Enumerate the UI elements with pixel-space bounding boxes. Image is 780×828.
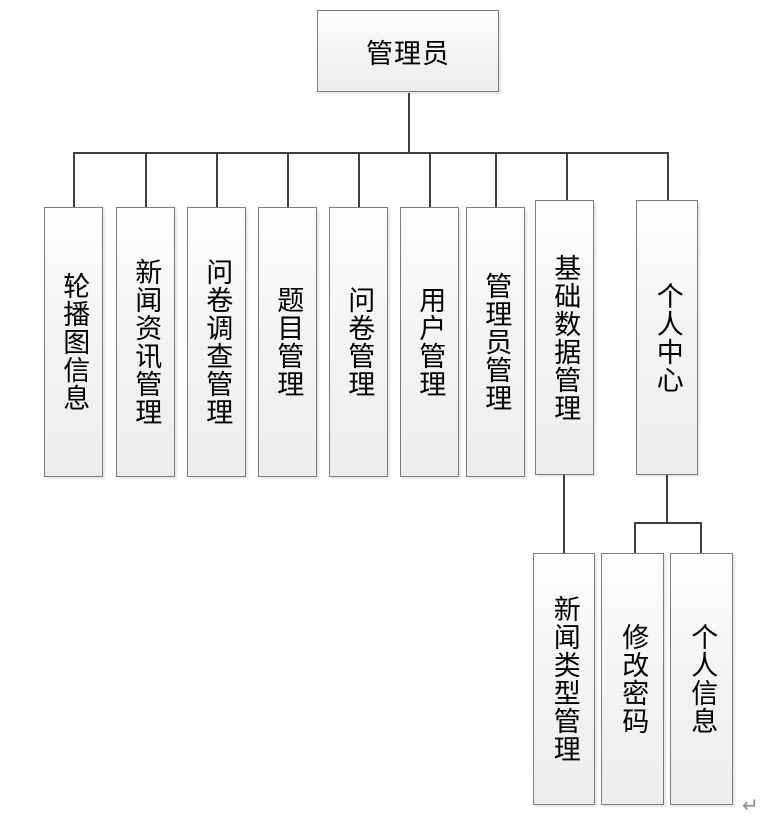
connector-basedata-to-newstype	[563, 474, 565, 554]
connector-drop-8	[566, 152, 568, 207]
node-basic-data-management[interactable]: 基础数据管理	[535, 200, 594, 475]
node-personal-info-label: 个人信息	[687, 623, 718, 735]
connector-drop-1	[73, 152, 75, 207]
connector-drop-changepwd	[634, 522, 636, 554]
node-carousel-info[interactable]: 轮播图信息	[44, 207, 103, 477]
node-change-password[interactable]: 修改密码	[601, 553, 664, 805]
node-news-management[interactable]: 新闻资讯管理	[116, 207, 175, 477]
node-personal-center-label: 个人中心	[652, 281, 683, 394]
connector-drop-7	[495, 152, 497, 207]
node-user-management[interactable]: 用户管理	[400, 207, 459, 477]
node-personal-center[interactable]: 个人中心	[636, 200, 698, 475]
node-survey-investigation-management[interactable]: 问卷调查管理	[187, 207, 246, 477]
node-personal-info[interactable]: 个人信息	[670, 553, 733, 805]
node-user-management-label: 用户管理	[415, 286, 446, 398]
node-question-management-label: 题目管理	[273, 286, 304, 398]
connector-drop-2	[145, 152, 147, 207]
node-news-management-label: 新闻资讯管理	[131, 258, 162, 426]
connector-level3-bus	[634, 522, 702, 524]
connector-drop-5	[358, 152, 360, 207]
node-administrator-label: 管理员	[366, 38, 450, 69]
connector-drop-personalinfo	[700, 522, 702, 554]
connector-drop-4	[287, 152, 289, 207]
node-survey-investigation-management-label: 问卷调查管理	[202, 258, 233, 426]
connector-level2-bus	[73, 152, 668, 154]
connector-drop-6	[429, 152, 431, 207]
connector-personal-stem	[666, 474, 668, 524]
node-news-type-management[interactable]: 新闻类型管理	[533, 553, 595, 805]
node-questionnaire-management-label: 问卷管理	[344, 286, 375, 398]
node-question-management[interactable]: 题目管理	[258, 207, 317, 477]
node-news-type-management-label: 新闻类型管理	[549, 595, 580, 763]
node-change-password-label: 修改密码	[618, 623, 649, 735]
node-admin-management-label: 管理员管理	[481, 272, 512, 412]
node-admin-management[interactable]: 管理员管理	[466, 207, 525, 477]
connector-drop-3	[216, 152, 218, 207]
node-administrator[interactable]: 管理员	[317, 10, 499, 92]
paragraph-mark: ↵	[742, 793, 759, 817]
node-questionnaire-management[interactable]: 问卷管理	[329, 207, 388, 477]
connector-root-stem	[408, 93, 410, 153]
connector-drop-9	[667, 152, 669, 207]
node-carousel-info-label: 轮播图信息	[59, 272, 90, 412]
node-basic-data-management-label: 基础数据管理	[550, 253, 581, 422]
